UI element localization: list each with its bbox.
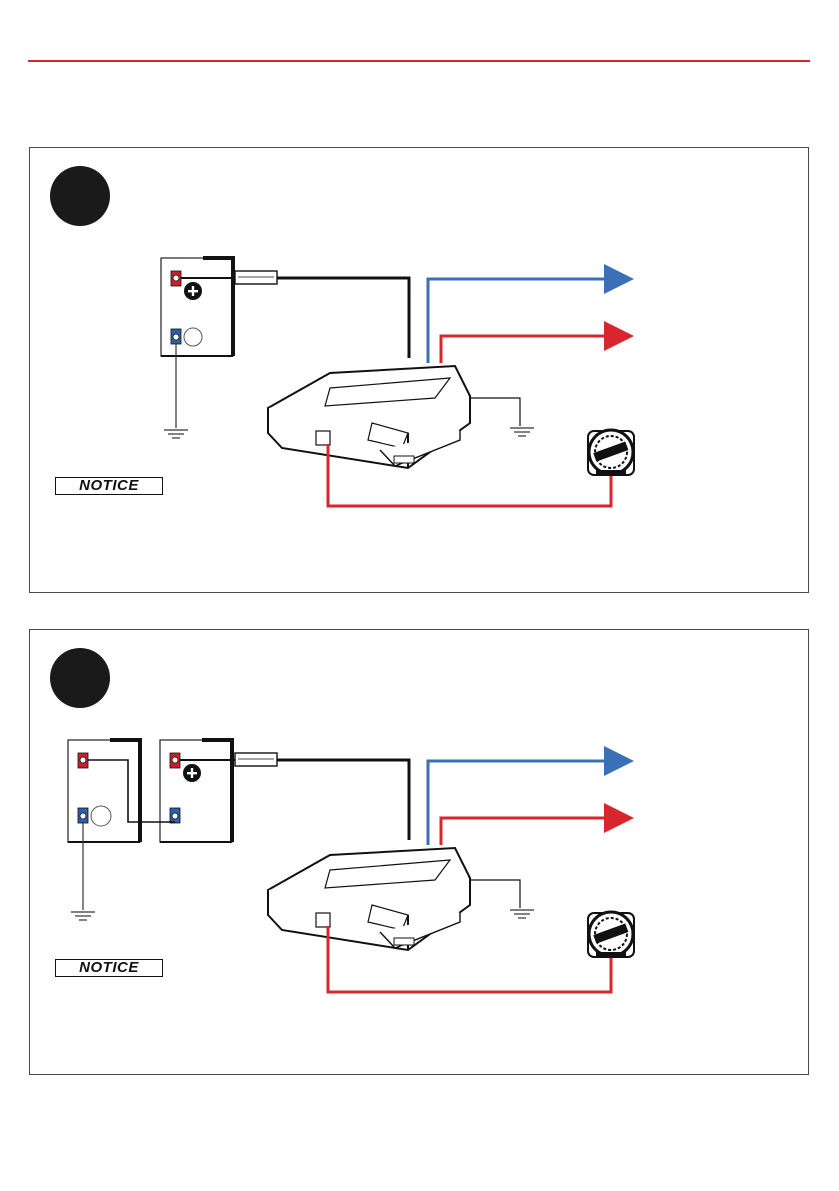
header-rule [28, 60, 810, 62]
notice-label: NOTICE [55, 477, 163, 495]
ground-icon [510, 428, 534, 436]
battery-icon [68, 740, 140, 842]
ground-icon [71, 912, 95, 920]
fuse-icon [235, 753, 277, 766]
wiring-diagram-dual [30, 630, 810, 1076]
notice-label: NOTICE [55, 959, 163, 977]
brake-sensor-icon [588, 912, 634, 958]
plus-terminal-icon [183, 764, 201, 782]
ground-icon [164, 430, 188, 438]
fuse-icon [235, 271, 277, 284]
wiring-diagram-single [30, 148, 810, 594]
controller-module-icon [268, 848, 520, 950]
battery-icon [161, 258, 233, 356]
brake-sensor-icon [588, 430, 634, 476]
wiring-panel-dual-battery: NOTICE [29, 629, 809, 1075]
controller-module-icon [268, 366, 520, 468]
battery-icon [160, 740, 232, 842]
wiring-panel-single-battery: NOTICE [29, 147, 809, 593]
ground-icon [510, 910, 534, 918]
plus-terminal-icon [184, 282, 202, 300]
